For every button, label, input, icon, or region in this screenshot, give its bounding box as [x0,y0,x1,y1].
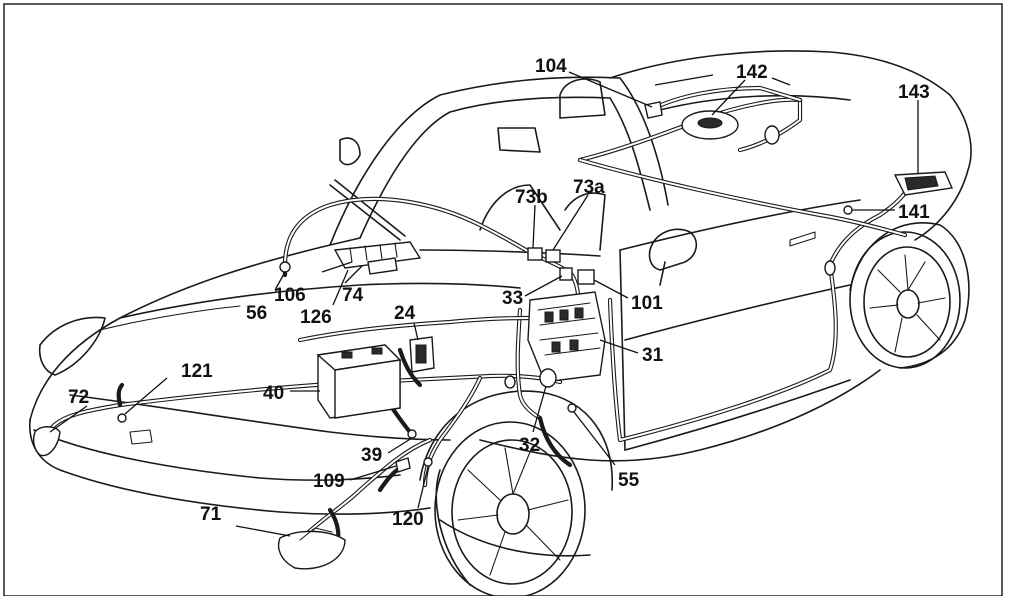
label-126: 126 [300,307,332,328]
label-109: 109 [313,471,345,492]
fog-lamp-bracket [299,527,333,541]
label-72: 72 [68,387,89,408]
hood-badge [129,429,153,445]
label-71: 71 [200,504,222,525]
label-142: 142 [736,62,768,83]
components [32,101,954,570]
front-wheel [434,421,586,596]
grommet-32 [539,368,557,388]
car-body [29,50,972,557]
hood-connector-block [333,241,422,275]
connector-73a [545,249,561,263]
leader-lines [49,71,919,537]
grommet-rear [764,125,780,145]
sensor-121 [117,413,127,423]
connector-33 [559,267,573,281]
connector-101 [577,269,595,285]
connector-109 [395,457,411,473]
label-24: 24 [394,303,416,324]
rear-wheel [849,231,961,369]
connector-73b [527,247,543,261]
callout-labels: 104 142 143 73b 73a 141 56 106 74 126 33… [68,56,930,530]
label-31: 31 [642,345,664,366]
label-55: 55 [618,470,640,491]
grommet-fender [504,375,516,389]
relay-24 [409,336,435,373]
rear-lamp [893,171,954,196]
third-brake-light [681,110,739,140]
connector-120 [423,457,433,467]
label-56: 56 [246,303,267,324]
label-120: 120 [392,509,424,530]
label-121: 121 [181,361,213,382]
connector-104 [644,101,663,119]
label-143: 143 [898,82,930,103]
label-40: 40 [263,383,284,404]
wiring-harness [47,85,913,551]
grommet-door [824,260,836,276]
label-101: 101 [631,293,663,314]
label-74: 74 [342,285,364,306]
label-104: 104 [535,56,567,77]
diagram-border [3,3,1003,596]
connector-141 [843,205,853,215]
connector-55 [567,403,577,413]
label-73a: 73a [573,177,605,198]
connector-56 [279,261,291,273]
connector-39 [407,429,417,439]
label-73b: 73b [515,187,548,208]
fuse-box [527,291,606,383]
label-39: 39 [361,445,382,466]
label-141: 141 [898,202,930,223]
fog-lamp [277,530,346,570]
battery [316,344,402,419]
headlamp-left [32,426,61,457]
label-106: 106 [274,285,306,306]
label-33: 33 [502,288,523,309]
label-32: 32 [519,435,540,456]
